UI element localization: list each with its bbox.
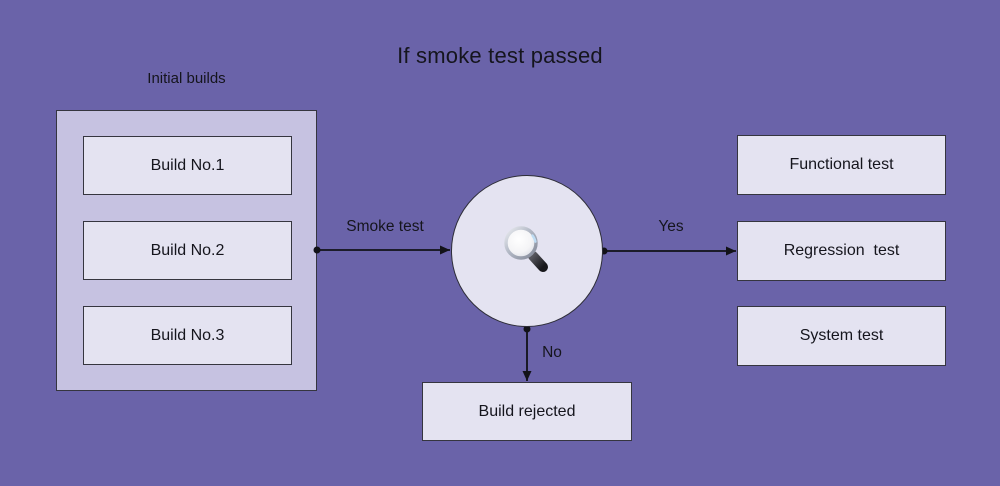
- node-regression-test: Regression test: [737, 221, 946, 281]
- decision-node-smoke-test: [451, 175, 603, 327]
- edge-label-smoke-test: Smoke test: [346, 218, 424, 235]
- node-build-3: Build No.3: [83, 306, 292, 365]
- node-build-2: Build No.2: [83, 221, 292, 280]
- node-build-rejected: Build rejected: [422, 382, 632, 441]
- node-functional-test: Functional test: [737, 135, 946, 195]
- magnifying-glass-icon: [504, 226, 548, 272]
- edge-label-no: No: [542, 344, 562, 361]
- edge-label-yes: Yes: [658, 218, 684, 235]
- node-build-1: Build No.1: [83, 136, 292, 195]
- initial-builds-label: Initial builds: [147, 70, 226, 87]
- page-title: If smoke test passed: [397, 43, 603, 68]
- node-system-test: System test: [737, 306, 946, 366]
